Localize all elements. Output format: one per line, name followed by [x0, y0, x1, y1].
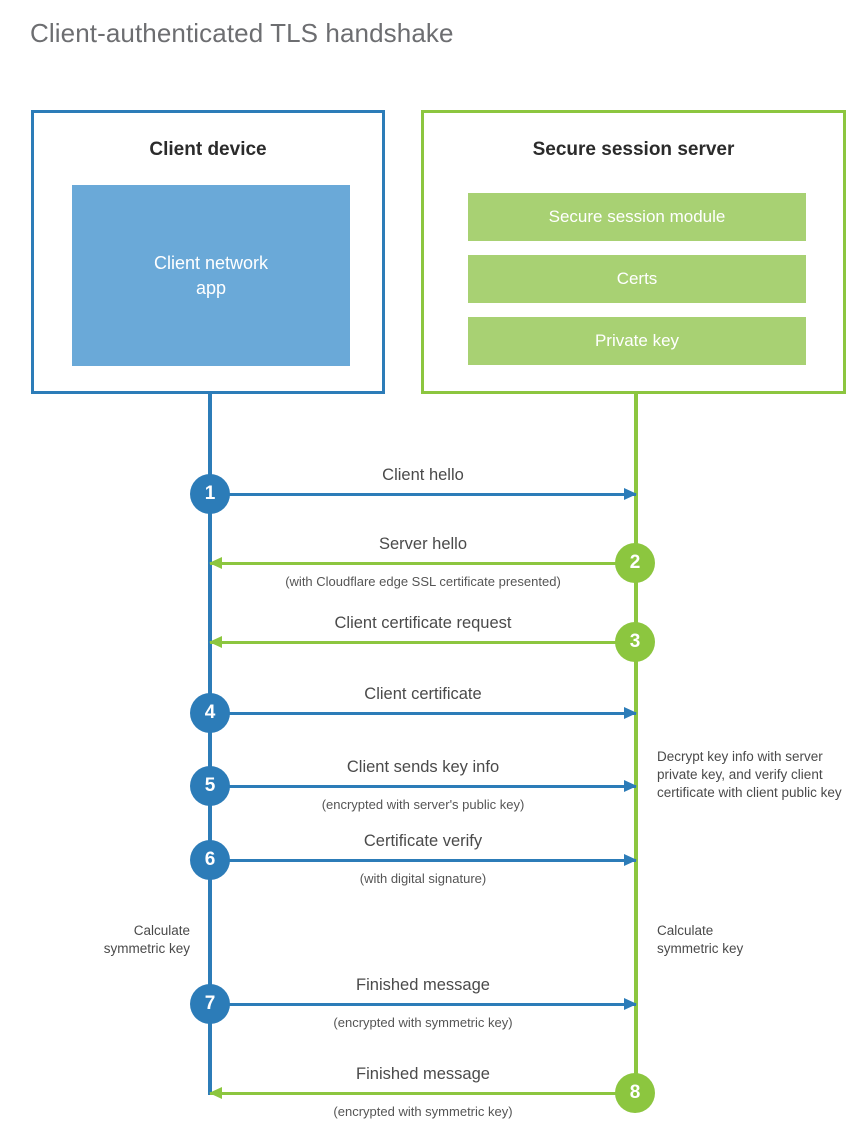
arrow-head-icon	[209, 1087, 222, 1099]
message-sublabel-8: (encrypted with symmetric key)	[333, 1104, 513, 1119]
message-arrow-7	[210, 998, 637, 1010]
message-arrow-2	[209, 557, 636, 569]
client-device-title: Client device	[149, 139, 267, 160]
step-circle-6[interactable]: 6	[190, 840, 230, 880]
arrow-head-icon	[624, 707, 637, 719]
message-label-8: Finished message	[356, 1065, 490, 1083]
arrow-head-icon	[209, 557, 222, 569]
step-circle-8[interactable]: 8	[615, 1073, 655, 1113]
step-circle-4[interactable]: 4	[190, 693, 230, 733]
message-label-4: Client certificate	[364, 685, 482, 703]
step-circle-7[interactable]: 7	[190, 984, 230, 1024]
message-arrow-3	[209, 636, 636, 648]
message-arrow-6	[210, 854, 637, 866]
message-arrow-5	[210, 780, 637, 792]
secure-session-server-box: Secure session server Secure session mod…	[421, 110, 846, 394]
arrow-head-icon	[624, 488, 637, 500]
message-sublabel-7: (encrypted with symmetric key)	[333, 1015, 513, 1030]
server-block-certs: Certs	[468, 255, 806, 303]
secure-session-server-title: Secure session server	[532, 139, 735, 160]
server-block-secure-session-module: Secure session module	[468, 193, 806, 241]
message-label-6: Certificate verify	[363, 832, 483, 850]
client-lifeline	[208, 393, 212, 1095]
message-sublabel-2: (with Cloudflare edge SSL certificate pr…	[285, 574, 561, 589]
message-label-2: Server hello	[378, 535, 468, 553]
step-circle-2[interactable]: 2	[615, 543, 655, 583]
annotation-server-decrypt: Decrypt key info with server private key…	[657, 749, 842, 800]
server-block-private-key: Private key	[468, 317, 806, 365]
step-circle-3[interactable]: 3	[615, 622, 655, 662]
message-arrow-8	[209, 1087, 636, 1099]
message-sublabel-6: (with digital signature)	[359, 871, 487, 886]
step-circle-1[interactable]: 1	[190, 474, 230, 514]
server-lifeline	[634, 393, 638, 1095]
message-arrow-4	[210, 707, 637, 719]
arrow-head-icon	[624, 854, 637, 866]
page-title: Client-authenticated TLS handshake	[30, 18, 454, 48]
message-label-7: Finished message	[356, 976, 490, 994]
message-sublabel-5: (encrypted with server's public key)	[321, 797, 525, 812]
message-arrow-1	[210, 488, 637, 500]
message-label-3: Client certificate request	[334, 614, 512, 632]
message-label-1: Client hello	[382, 466, 464, 484]
arrow-head-icon	[624, 780, 637, 792]
arrow-head-icon	[624, 998, 637, 1010]
arrow-head-icon	[209, 636, 222, 648]
message-label-5: Client sends key info	[346, 758, 500, 776]
step-circle-5[interactable]: 5	[190, 766, 230, 806]
